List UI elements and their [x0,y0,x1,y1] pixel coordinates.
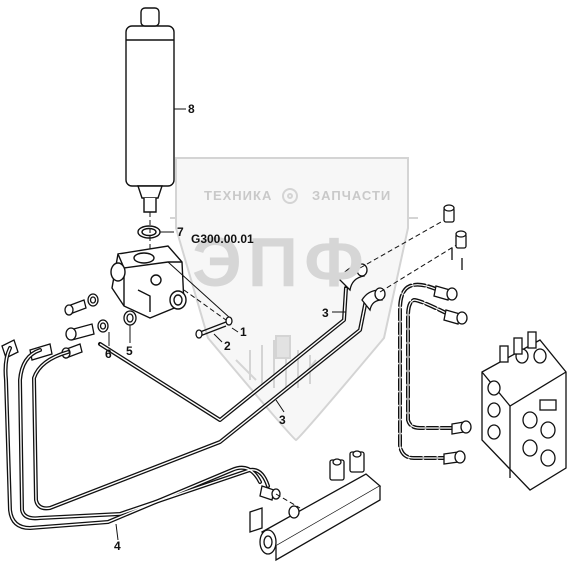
manifold-projection [275,493,301,509]
callout-3-lower: 3 [279,413,286,427]
leader-1 [167,261,231,319]
filter-canister [125,7,175,213]
assembly-code: G300.00.01 [191,232,254,246]
upper-right-fittings [443,204,467,270]
bottom-manifold [249,450,382,562]
callout-6: 6 [105,347,112,361]
leader-2 [213,333,223,343]
callout-5: 5 [126,344,133,358]
watermark-logo-text: ЭПФ [192,223,370,301]
control-valve [481,331,567,491]
leader-3b [275,399,285,413]
bolt-and-washer [195,316,233,339]
callout-4: 4 [114,539,121,553]
hose-4-inner [4,299,367,529]
callout-2: 2 [224,339,231,353]
watermark-word-right: ЗАПЧАСТИ [312,188,392,203]
projection-lines [183,217,459,321]
hose-3-inner [99,287,347,421]
o-ring [137,225,161,239]
elbow-fittings [339,263,386,312]
valve-block [110,245,187,319]
callout-1: 1 [240,325,247,339]
callout-7: 7 [177,225,184,239]
dashed-hoses-inner [399,284,454,459]
callout-8: 8 [188,102,195,116]
fittings-group [1,293,137,361]
callout-3-upper: 3 [322,306,329,320]
leader-4 [115,523,119,541]
right-hose-ends [433,285,472,465]
watermark-word-left: ТЕХНИКА [204,188,273,203]
leader-1b [231,327,239,333]
